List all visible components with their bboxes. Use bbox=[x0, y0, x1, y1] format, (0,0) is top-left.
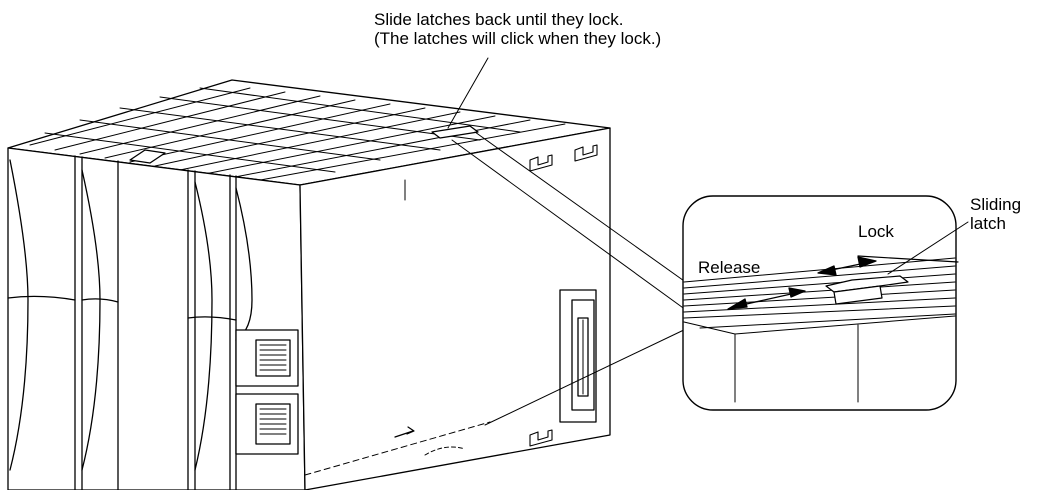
zoom-lines bbox=[451, 131, 695, 426]
sliding-latch-label-line-1: Sliding bbox=[970, 195, 1022, 214]
callout-line-2: (The latches will click when they lock.) bbox=[374, 29, 662, 48]
top-sliding-latch bbox=[431, 125, 479, 139]
side-mounting-hooks bbox=[529, 144, 598, 447]
unit-side-face bbox=[299, 127, 611, 490]
controller-unit bbox=[7, 79, 611, 490]
callout-instruction: Slide latches back until they lock. (The… bbox=[374, 10, 661, 48]
top-ventilation-slots bbox=[29, 87, 566, 182]
release-arrow bbox=[727, 256, 877, 310]
sliding-latch-label: Sliding latch bbox=[970, 195, 1021, 233]
expansion-connector bbox=[559, 289, 597, 423]
release-label: Release bbox=[698, 258, 761, 277]
detail-inset bbox=[682, 195, 969, 411]
lock-label: Lock bbox=[858, 222, 894, 241]
callout-line-1: Slide latches back until they lock. bbox=[374, 10, 624, 29]
sliding-latch-label-line-2: latch bbox=[970, 214, 1006, 233]
callout-leader-line bbox=[447, 57, 489, 129]
ethernet-port-1 bbox=[235, 329, 299, 387]
ethernet-port-2 bbox=[235, 393, 299, 455]
sliding-latch-leader bbox=[887, 221, 969, 275]
